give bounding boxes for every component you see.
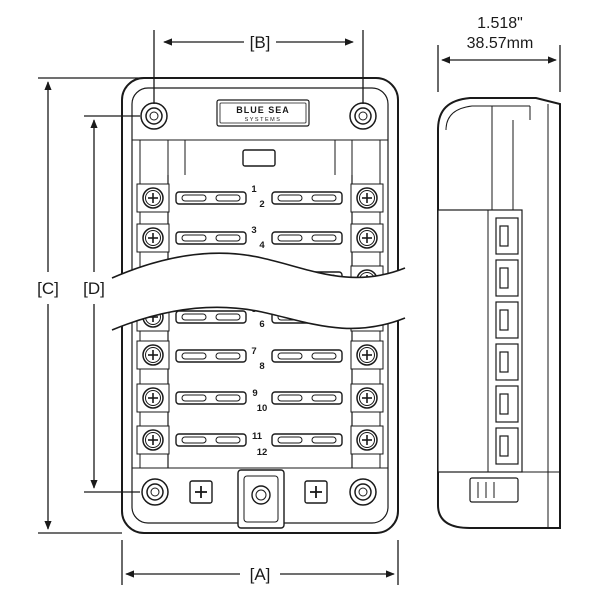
logo-text-line1: BLUE SEA [236,105,290,115]
side-terminals [495,217,519,465]
fuse-number-11: 11 [252,431,263,442]
fuse-10 [271,391,343,405]
positive-terminal-right [304,480,328,504]
fuse-numbers: 1 2 3 4 5 6 7 8 9 10 11 12 [251,184,267,458]
fuse-7 [175,349,247,363]
depth-inches-label: 1.518" [477,15,523,32]
logo-text-line2: SYSTEMS [245,117,282,123]
fuse-number-4: 4 [259,240,265,251]
fuse-9 [175,391,247,405]
brand-logo: BLUE SEA SYSTEMS [216,99,310,127]
mount-hole-top-left [140,102,168,130]
depth-mm-label: 38.57mm [467,35,534,52]
mount-hole-top-right [349,102,377,130]
fuse-number-7: 7 [251,346,256,357]
fuse-number-12: 12 [257,447,268,458]
fuse-8 [271,349,343,363]
bus-terminals [132,467,388,529]
fuse-3 [175,231,247,245]
fuse-number-1: 1 [251,184,257,195]
break-line [111,252,406,331]
fuse-2 [271,191,343,205]
fuse-number-6: 6 [259,319,264,330]
fuse-number-3: 3 [251,225,256,236]
fuse-1 [175,191,247,205]
fuse-11 [175,433,247,447]
dimension-a-label: [A] [250,565,271,584]
side-view [437,97,561,529]
dimension-d-label: [D] [83,279,105,298]
fuse-number-2: 2 [259,199,264,210]
dimension-labels: [B] [A] [C] [D] 1.518" 38.57mm [37,15,533,584]
dimension-c-label: [C] [37,279,59,298]
front-view: BLUE SEA SYSTEMS [111,77,406,534]
bus-stud [251,485,271,505]
fuse-5 [175,310,247,324]
dimension-b-label: [B] [250,33,271,52]
fuse-12 [271,433,343,447]
fuse-number-9: 9 [252,388,257,399]
indicator-window [242,149,276,167]
dimension-lines [38,30,561,585]
fuse-number-10: 10 [257,403,268,414]
positive-terminal-left [189,480,213,504]
fuse-4 [271,231,343,245]
mount-hole-bottom-left [141,478,169,506]
mount-hole-bottom-right [349,478,377,506]
fuse-number-8: 8 [259,361,264,372]
